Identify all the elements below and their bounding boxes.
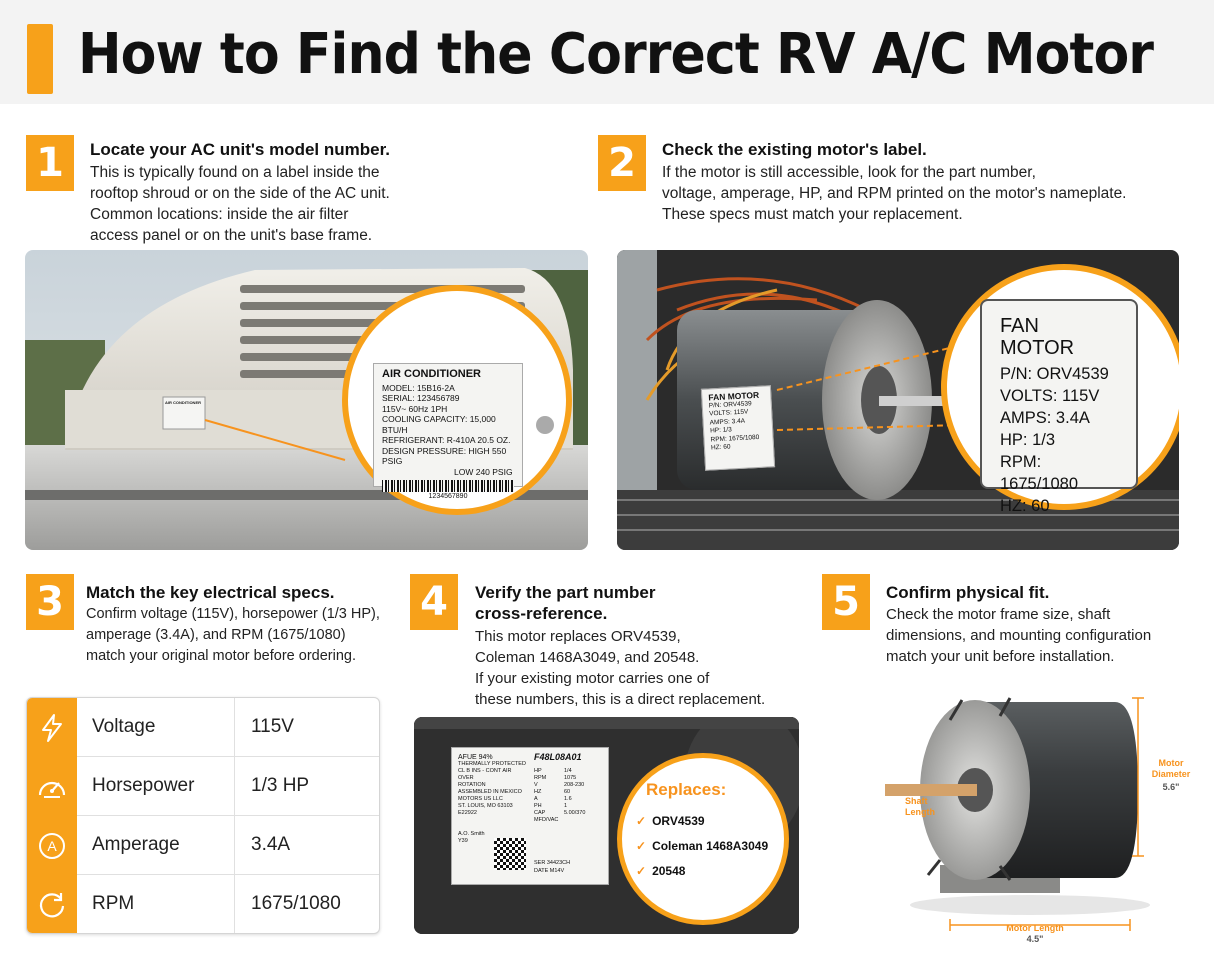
step-5-number: 5 xyxy=(822,574,870,630)
replaces-callout: Replaces: ✓ORV4539 ✓Coleman 1468A3049 ✓2… xyxy=(617,753,789,925)
motor-label-zoom: FAN MOTOR P/N: ORV4539 VOLTS: 115V AMPS:… xyxy=(980,299,1138,515)
rotation-icon xyxy=(39,892,65,917)
spec-name: Amperage xyxy=(92,834,180,855)
step-4-body: This motor replaces ORV4539, Coleman 146… xyxy=(475,628,766,708)
motor-dimensions-diagram: Shaft Length Motor Diameter 5.6" Motor L… xyxy=(880,680,1200,945)
ac-unit-photo: AIR CONDITIONER MODEL: 15B16-2A SERIAL: … xyxy=(25,250,588,550)
gauge-icon xyxy=(38,781,66,798)
check-icon: ✓ xyxy=(636,814,647,828)
motor-label-small: FAN MOTOR P/N: ORV4539 VOLTS: 115V AMPS:… xyxy=(700,385,776,471)
motor-dimensions-illustration xyxy=(885,697,1150,931)
step-5-body: Check the motor frame size, shaft dimens… xyxy=(886,606,1152,665)
step-4-heading: Verify the part number cross-reference. xyxy=(475,583,656,623)
page-title: How to Find the Correct RV A/C Motor xyxy=(78,22,1154,87)
spec-name: Voltage xyxy=(92,716,156,737)
barcode xyxy=(382,480,514,492)
check-icon: ✓ xyxy=(636,864,647,878)
spec-table: Voltage 115V Horsepower 1/3 HP A Amperag… xyxy=(26,697,380,934)
step-2-heading: Check the existing motor's label. xyxy=(662,140,927,159)
spec-row-amperage: A Amperage 3.4A xyxy=(27,816,379,875)
spec-value: 115V xyxy=(251,716,294,737)
step-1-number: 1 xyxy=(26,135,74,191)
spec-value: 1675/1080 xyxy=(251,893,341,914)
replaces-item: ✓20548 xyxy=(636,864,686,878)
spec-row-voltage: Voltage 115V xyxy=(27,698,379,757)
step-2-number: 2 xyxy=(598,135,646,191)
step-3-number: 3 xyxy=(26,574,74,630)
svg-text:A: A xyxy=(47,838,57,854)
step-3-heading: Match the key electrical specs. xyxy=(86,583,335,602)
amperage-icon: A xyxy=(39,832,65,859)
step-1-heading: Locate your AC unit's model number. xyxy=(90,140,391,159)
replaces-title: Replaces: xyxy=(646,780,727,799)
spec-name: RPM xyxy=(92,893,135,914)
motor-length-label: Motor Length 4.5" xyxy=(1006,923,1064,944)
qr-code xyxy=(494,838,526,870)
step-3-body: Confirm voltage (115V), horsepower (1/3 … xyxy=(86,606,380,664)
nameplate-label: AFUE 94% THERMALLY PROTECTED CL B INS - … xyxy=(451,747,609,885)
spec-value: 3.4A xyxy=(251,834,291,855)
lightning-icon xyxy=(42,713,62,742)
ac-label-small: AIR CONDITIONER xyxy=(165,400,201,405)
step-5-heading: Confirm physical fit. xyxy=(886,583,1050,602)
shaft-length-label: Shaft Length xyxy=(905,796,935,817)
check-icon: ✓ xyxy=(636,839,647,853)
title-bar xyxy=(0,0,1214,104)
replaces-item: ✓ORV4539 xyxy=(636,814,705,828)
spec-name: Horsepower xyxy=(92,775,195,796)
spec-row-rpm: RPM 1675/1080 xyxy=(27,875,379,933)
ac-label-zoom: AIR CONDITIONER MODEL: 15B16-2A SERIAL: … xyxy=(373,363,523,500)
spec-value: 1/3 HP xyxy=(251,775,310,796)
spec-row-horsepower: Horsepower 1/3 HP xyxy=(27,757,379,816)
title-accent-bar xyxy=(27,24,53,94)
replaces-item: ✓Coleman 1468A3049 xyxy=(636,839,769,853)
step-4-number: 4 xyxy=(410,574,458,630)
step-1-body: This is typically found on a label insid… xyxy=(90,164,390,244)
fan-motor-photo: FAN MOTOR P/N: ORV4539 VOLTS: 115V AMPS:… xyxy=(617,250,1179,550)
motor-diameter-label: Motor Diameter 5.6" xyxy=(1151,758,1191,792)
step-2-body: If the motor is still accessible, look f… xyxy=(662,164,1127,223)
